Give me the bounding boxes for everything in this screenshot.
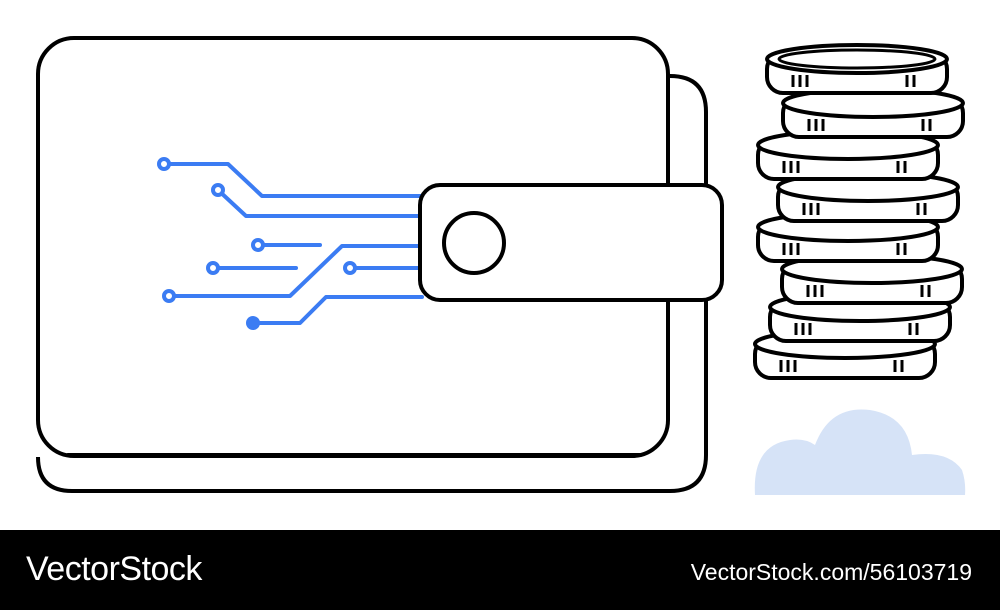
circuit-lines bbox=[162, 162, 424, 325]
coin bbox=[781, 87, 965, 139]
wallet-illustration bbox=[36, 36, 966, 495]
circuit-node-filled bbox=[246, 316, 260, 330]
brand-logo: VectorStock bbox=[26, 550, 202, 588]
cloud-icon bbox=[754, 409, 966, 495]
image-reference: VectorStock.com/56103719 bbox=[690, 559, 972, 585]
circuit-nodes bbox=[157, 157, 357, 303]
footer-bar: VectorStock VectorStock.com/56103719 bbox=[0, 530, 1000, 610]
snap-button-icon bbox=[442, 211, 506, 275]
coin-stack bbox=[753, 43, 965, 380]
wallet-strap bbox=[418, 183, 724, 302]
coin bbox=[765, 43, 949, 95]
